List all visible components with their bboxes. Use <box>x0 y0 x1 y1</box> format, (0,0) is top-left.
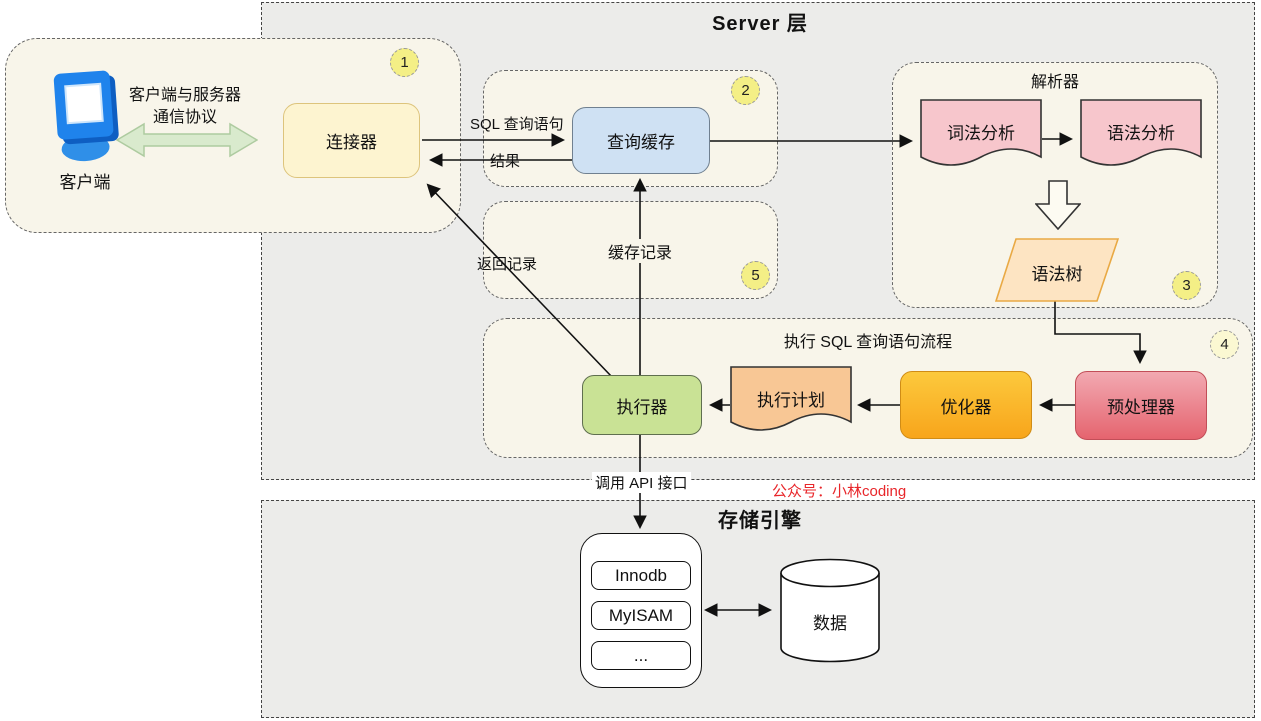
preprocessor-label: 预处理器 <box>1107 398 1175 417</box>
lexical-analysis-shape <box>920 99 1042 166</box>
executor-node: 执行器 <box>582 375 702 435</box>
connector-node: 连接器 <box>283 103 420 178</box>
engine-innodb-label: Innodb <box>615 565 667 585</box>
step-badge-4-number: 4 <box>1220 336 1229 353</box>
query-cache-label: 查询缓存 <box>607 133 675 152</box>
return-record-label: 返回记录 <box>477 256 538 273</box>
query-cache-node: 查询缓存 <box>572 107 710 174</box>
executor-label: 执行器 <box>616 397 668 417</box>
syntax-tree-label: 语法树 <box>1031 265 1083 284</box>
syntax-analysis-label: 语法分析 <box>1107 124 1175 143</box>
storage-engine-title: 存储引擎 <box>718 510 802 532</box>
protocol-text-line1: 客户端与服务器 <box>128 87 241 104</box>
client-label: 客户端 <box>59 173 111 192</box>
watermark-text: 公众号：小林coding <box>772 483 907 500</box>
step-badge-3-number: 3 <box>1182 277 1191 294</box>
step-badge-3: 3 <box>1172 271 1201 300</box>
step-badge-5: 5 <box>741 261 770 290</box>
step-badge-1: 1 <box>390 48 419 77</box>
data-cylinder-icon <box>780 558 880 663</box>
parser-title: 解析器 <box>1030 74 1079 91</box>
step-badge-2-number: 2 <box>741 82 750 99</box>
engine-item-myisam: MyISAM <box>591 601 691 630</box>
preprocessor-node: 预处理器 <box>1075 371 1207 440</box>
client-computer-icon <box>53 70 119 162</box>
step-badge-4: 4 <box>1210 330 1239 359</box>
connector-label: 连接器 <box>326 133 377 152</box>
result-label: 结果 <box>490 153 521 170</box>
lexical-analysis-label: 词法分析 <box>947 124 1015 143</box>
exec-plan-label: 执行计划 <box>757 391 825 410</box>
hollow-down-arrow-icon <box>1035 180 1081 230</box>
optimizer-node: 优化器 <box>900 371 1032 439</box>
step-badge-2: 2 <box>731 76 760 105</box>
server-layer-title: Server 层 <box>712 13 808 35</box>
sql-query-label: SQL 查询语句 <box>470 116 564 133</box>
engine-other-label: ... <box>633 645 649 665</box>
optimizer-label: 优化器 <box>940 397 992 417</box>
engine-myisam-label: MyISAM <box>608 605 674 625</box>
step-badge-1-number: 1 <box>400 54 409 71</box>
exec-flow-title: 执行 SQL 查询语句流程 <box>783 334 953 351</box>
call-api-label: 调用 API 接口 <box>592 472 691 493</box>
data-label: 数据 <box>813 614 847 633</box>
exec-plan-shape <box>730 366 852 431</box>
cache-record-label: 缓存记录 <box>606 239 675 263</box>
engine-item-innodb: Innodb <box>591 561 691 590</box>
bidirectional-arrow-icon <box>116 122 258 158</box>
engine-item-other: ... <box>591 641 691 670</box>
step-badge-5-number: 5 <box>751 267 760 284</box>
protocol-text-line2: 通信协议 <box>152 109 217 126</box>
syntax-analysis-shape <box>1080 99 1202 166</box>
